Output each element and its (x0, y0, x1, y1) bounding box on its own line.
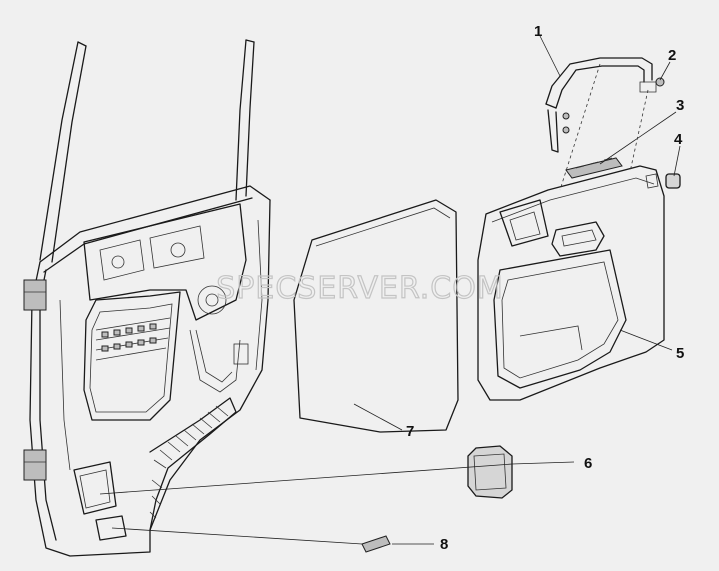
callout-5: 5 (676, 345, 684, 362)
cap-plug (665, 173, 681, 189)
speaker-grille (467, 445, 513, 499)
rib-holes (101, 323, 157, 352)
hatch-band (149, 405, 229, 519)
handle-screw (562, 77, 665, 134)
vapor-barrier-film (293, 199, 459, 433)
watermark-text: SPECSERVER.COM (216, 271, 503, 306)
switch-panel (565, 157, 623, 179)
callout-1: 1 (534, 23, 542, 40)
callout-6: 6 (584, 455, 592, 472)
callout-7: 7 (406, 423, 414, 440)
door-frame (23, 39, 271, 557)
door-trim-panel (477, 165, 665, 401)
callout-4: 4 (674, 131, 683, 148)
door-hinge-lower (23, 449, 47, 481)
callout-8: 8 (440, 536, 448, 553)
reflector-clip (361, 535, 391, 553)
door-hinge-upper (23, 279, 47, 311)
callout-2: 2 (668, 47, 676, 64)
leader-lines (99, 35, 681, 545)
callout-3: 3 (676, 97, 684, 114)
grab-handle (545, 57, 657, 153)
